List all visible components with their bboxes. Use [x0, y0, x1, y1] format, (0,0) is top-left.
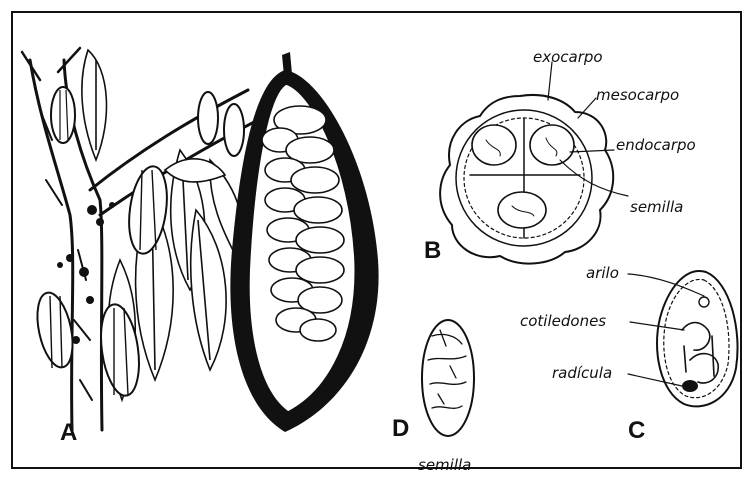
label-a: A [60, 419, 77, 446]
label-c: C [628, 417, 645, 444]
label-cotiledones: cotiledones [520, 312, 606, 330]
label-arilo: arilo [586, 264, 619, 282]
label-exocarpo: exocarpo [533, 48, 603, 66]
label-b: B [424, 237, 441, 264]
label-semilla-d: semilla [418, 456, 471, 474]
label-endocarpo: endocarpo [616, 136, 696, 154]
label-d: D [392, 415, 409, 442]
label-semilla-b: semilla [630, 198, 683, 216]
label-radicula: radícula [552, 364, 612, 382]
label-mesocarpo: mesocarpo [596, 86, 679, 104]
whole-seed-drawing [422, 320, 474, 436]
